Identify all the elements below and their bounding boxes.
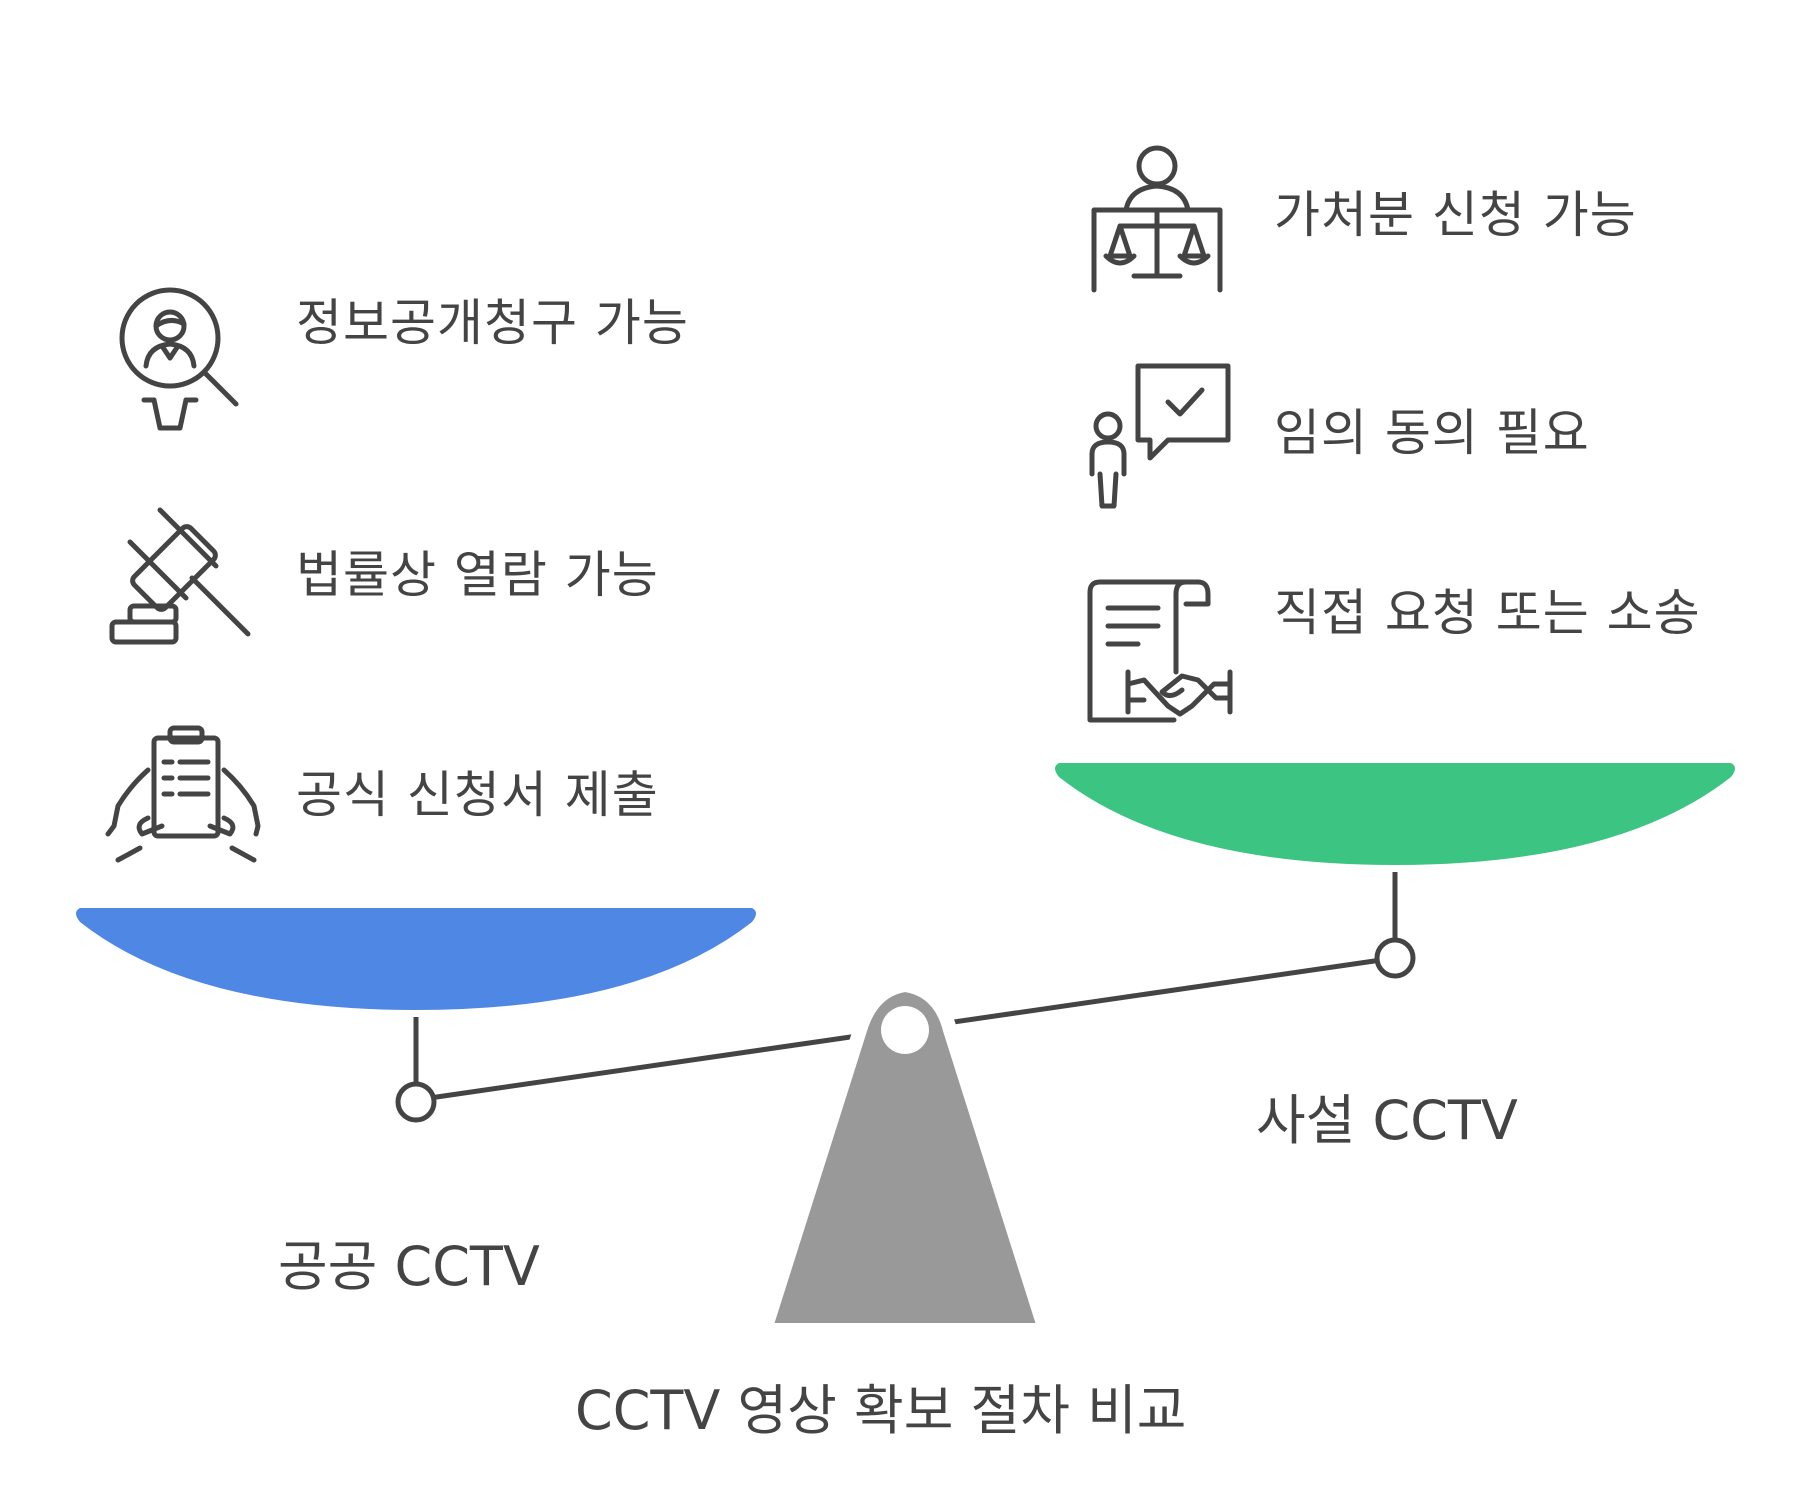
fulcrum-hole (881, 1006, 929, 1054)
public-item-0-text: 정보공개청구 가능 (296, 294, 689, 352)
fulcrum (758, 978, 1052, 1337)
private-cctv-label: 사설 CCTV (1256, 1089, 1518, 1152)
private-item-1-text: 임의 동의 필요 (1274, 404, 1590, 462)
private-pivot (1374, 937, 1416, 979)
public-pivot (395, 1081, 437, 1123)
public-cctv-label: 공공 CCTV (278, 1235, 540, 1298)
contract-handshake-icon (1086, 579, 1234, 723)
person-search-icon (118, 286, 246, 436)
private-item-0-text: 가처분 신청 가능 (1274, 186, 1637, 244)
private-item-2-text: 직접 요청 또는 소송 (1274, 584, 1701, 642)
judge-scales-icon (1090, 145, 1224, 293)
public-item-1-text: 법률상 열람 가능 (296, 546, 659, 604)
gavel-icon (108, 507, 256, 650)
clipboard-hands-icon (105, 725, 261, 864)
public-pan (76, 908, 756, 1010)
diagram-title: CCTV 영상 확보 절차 비교 (575, 1379, 1187, 1442)
public-item-2-text: 공식 신청서 제출 (296, 766, 659, 824)
private-pan (1055, 763, 1735, 865)
person-consent-icon (1084, 362, 1232, 510)
